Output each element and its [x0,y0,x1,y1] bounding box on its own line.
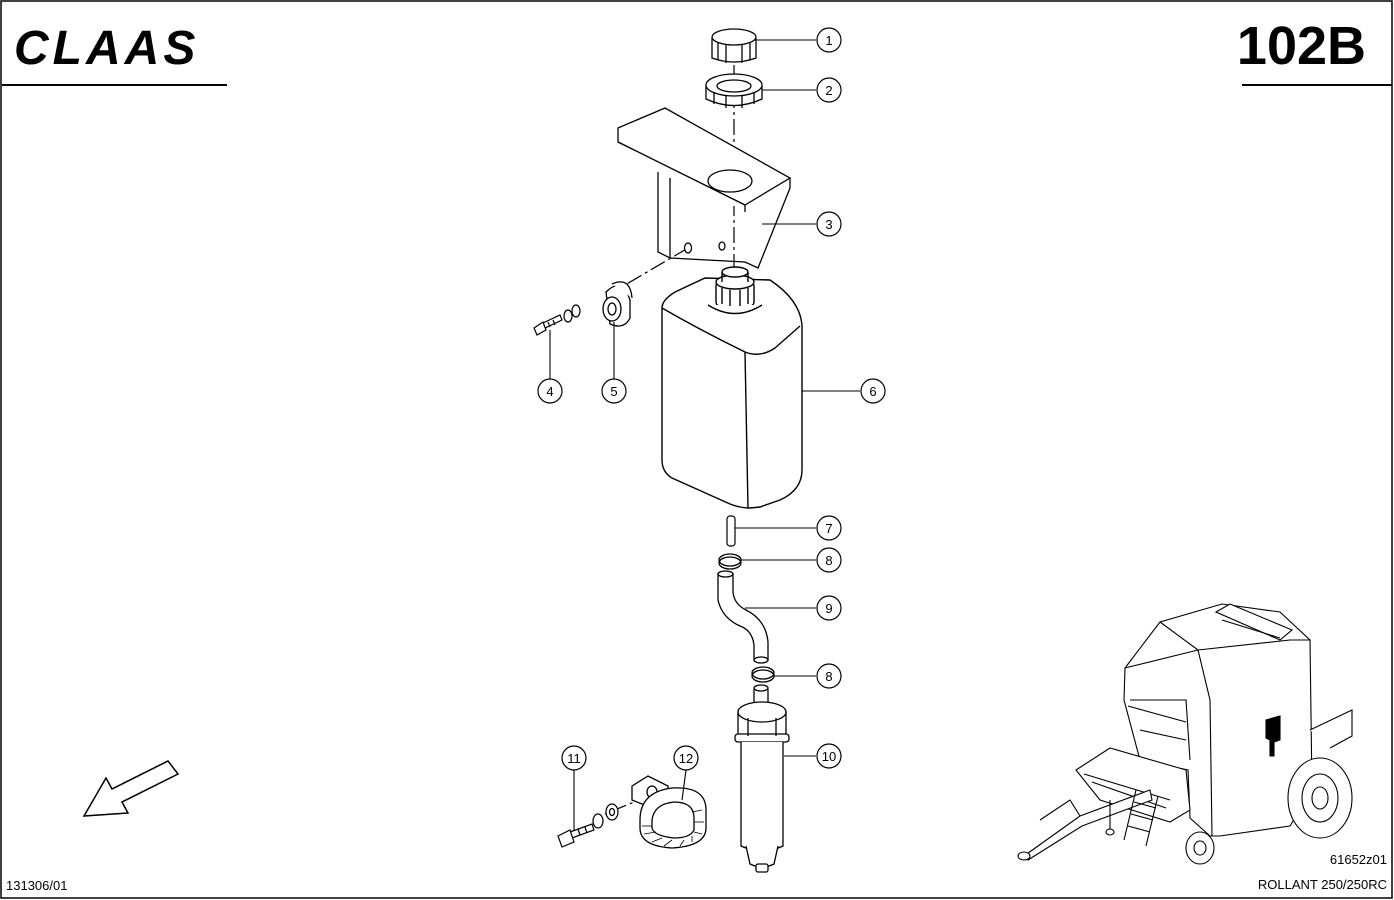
model-name: ROLLANT 250/250RC [1258,877,1387,892]
svg-text:7: 7 [825,521,832,536]
part-bolt-bottom [557,803,619,848]
part-tank [661,266,803,509]
callout-7: 7 [816,515,842,541]
sheet-number-text: 102B [1237,16,1366,76]
leader-lines [549,39,860,830]
part-holder-clamp [631,775,707,849]
svg-text:12: 12 [679,751,693,766]
svg-text:4: 4 [546,384,553,399]
part-bolt-small [533,304,581,336]
callout-5: 5 [601,378,627,404]
baler-overview-icon [1017,603,1353,865]
callout-6: 6 [860,378,886,404]
svg-text:8: 8 [825,669,832,684]
callout-10: 10 [816,743,842,769]
callout-8-upper: 8 [816,547,842,573]
part-nut [705,73,763,108]
brand-logo: CLAAS [2,22,227,86]
svg-text:3: 3 [825,217,832,232]
part-bracket [617,107,792,269]
callout-12: 12 [673,745,699,771]
svg-text:5: 5 [610,384,617,399]
svg-text:11: 11 [567,751,581,766]
part-cap [711,28,757,63]
callout-3: 3 [816,211,842,237]
svg-text:1: 1 [825,33,832,48]
svg-text:6: 6 [869,384,876,399]
part-pin [726,515,736,547]
part-filter [734,684,790,873]
drawing-code: 61652z01 [1330,852,1387,867]
sheet-number: 102B [1237,16,1392,86]
brand-logo-text: CLAAS [14,22,199,75]
direction-arrow-icon [82,760,180,817]
part-clamp [602,281,633,327]
svg-text:2: 2 [825,83,832,98]
callout-9: 9 [816,595,842,621]
part-hose [717,570,769,664]
document-code: 131306/01 [6,878,67,893]
callout-4: 4 [537,378,563,404]
callout-2: 2 [816,77,842,103]
callout-11: 11 [561,745,587,771]
svg-text:8: 8 [825,553,832,568]
svg-text:9: 9 [825,601,832,616]
part-hose-clip-upper [718,553,742,570]
svg-text:10: 10 [822,749,836,764]
part-hose-clip-lower [751,666,775,683]
callout-1: 1 [816,27,842,53]
callout-8-lower: 8 [816,663,842,689]
